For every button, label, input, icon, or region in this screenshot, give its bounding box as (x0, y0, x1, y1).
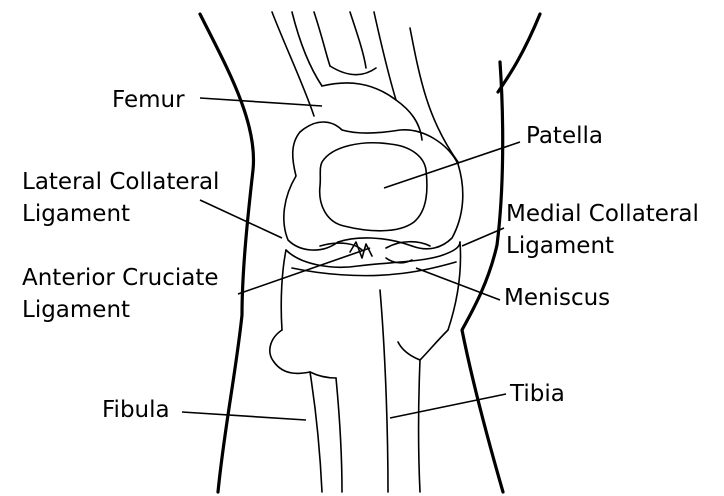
leader-acl (238, 248, 370, 294)
label-femur: Femur (112, 84, 185, 116)
label-fibula: Fibula (102, 394, 170, 426)
leader-lcl (200, 200, 282, 238)
femur-bone (272, 12, 463, 250)
tibia-fibula-bones (270, 242, 461, 492)
label-patella: Patella (526, 120, 603, 152)
label-lcl-line1: Lateral Collateral (22, 166, 219, 198)
label-acl-line2: Ligament (22, 294, 130, 326)
leader-femur (200, 98, 322, 106)
label-acl-line1: Anterior Cruciate (22, 262, 219, 294)
label-mcl-line2: Ligament (506, 230, 614, 262)
label-mcl-line1: Medial Collateral (506, 198, 699, 230)
label-tibia: Tibia (510, 378, 565, 410)
patella-bone (320, 143, 427, 231)
leader-tibia (390, 394, 506, 418)
leader-lines (182, 98, 520, 420)
leader-patella (384, 142, 520, 188)
leader-fibula (182, 412, 306, 420)
label-meniscus: Meniscus (504, 282, 610, 314)
label-lcl-line2: Ligament (22, 198, 130, 230)
